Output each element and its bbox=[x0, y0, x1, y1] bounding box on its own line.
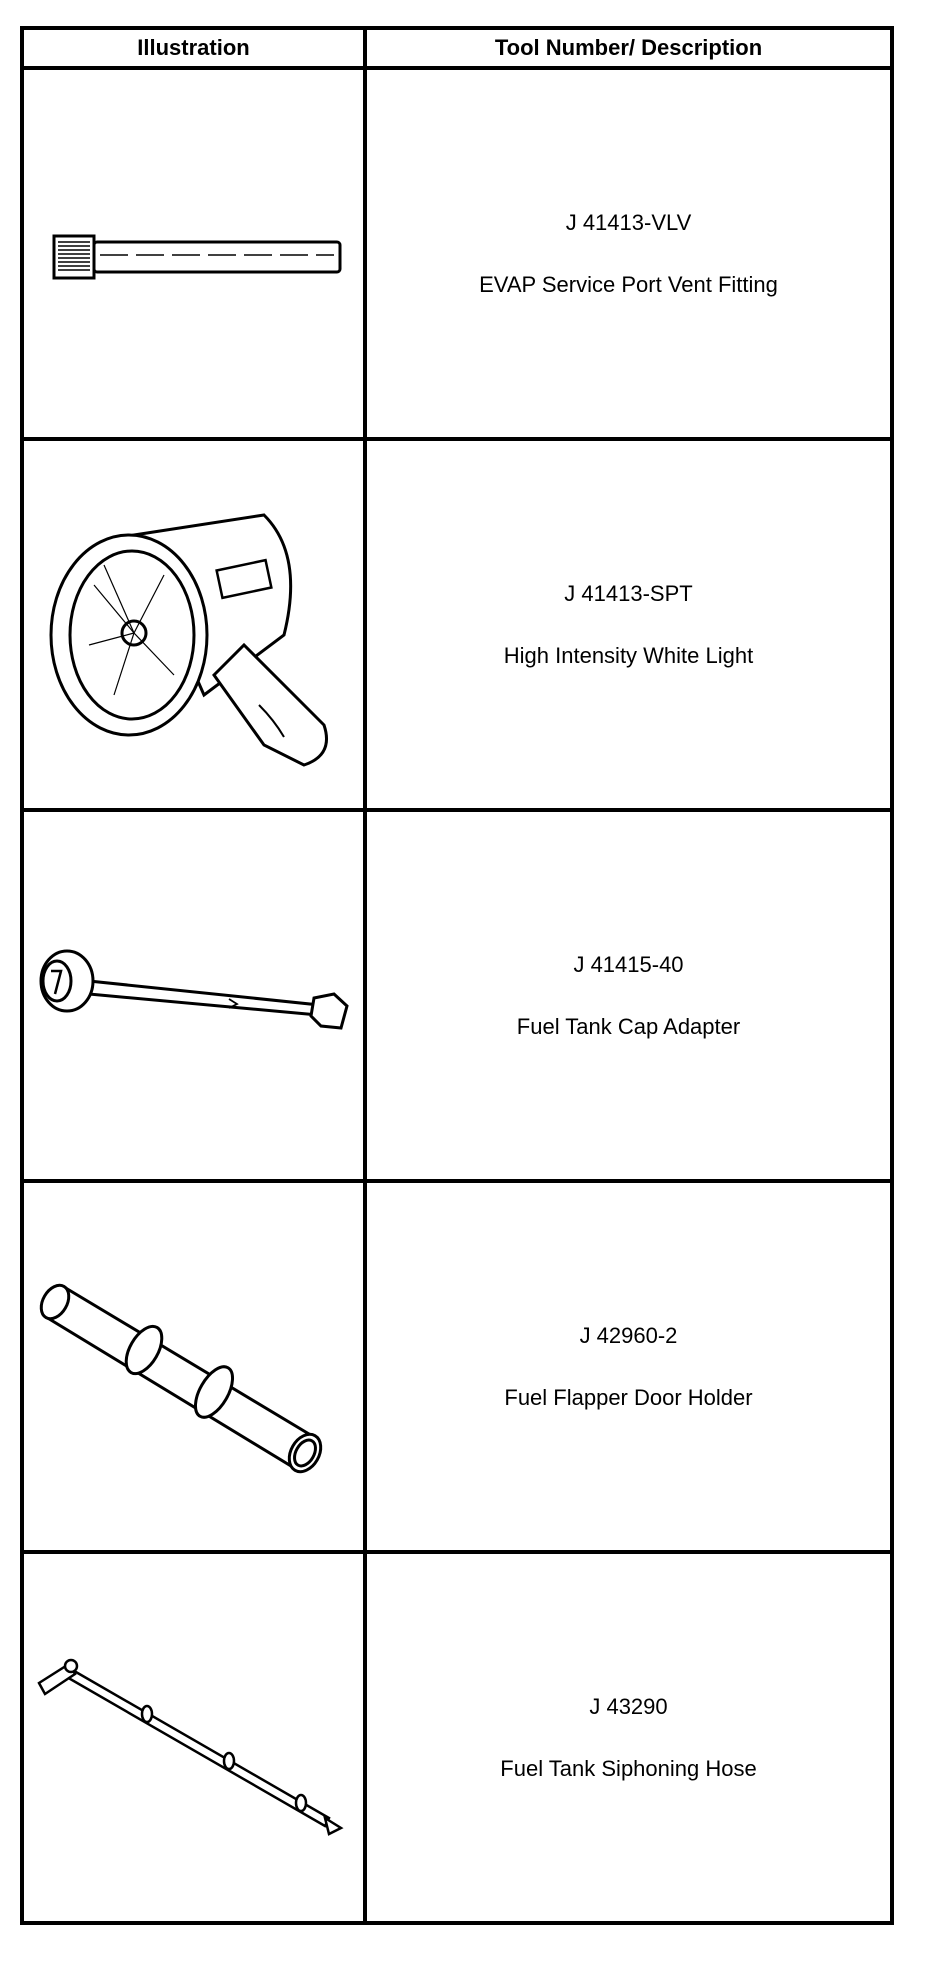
header-description: Tool Number/ Description bbox=[363, 26, 894, 70]
tool-number: J 41415-40 bbox=[573, 951, 684, 977]
table-row: J 43290 Fuel Tank Siphoning Hose bbox=[20, 1550, 894, 1925]
special-tools-table: Illustration Tool Number/ Description bbox=[20, 26, 894, 1925]
description-cell: J 43290 Fuel Tank Siphoning Hose bbox=[363, 1550, 894, 1925]
description-cell: J 41415-40 Fuel Tank Cap Adapter bbox=[363, 808, 894, 1183]
illustration-cell bbox=[20, 1550, 367, 1925]
header-row: Illustration Tool Number/ Description bbox=[20, 26, 894, 70]
illustration-cell bbox=[20, 808, 367, 1183]
flapper-holder-icon bbox=[39, 1283, 322, 1473]
header-illustration: Illustration bbox=[20, 26, 367, 70]
tool-name: Fuel Tank Siphoning Hose bbox=[500, 1755, 757, 1781]
illustration-cell bbox=[20, 437, 367, 812]
tool-name: EVAP Service Port Vent Fitting bbox=[479, 271, 778, 297]
illustration-cell bbox=[20, 1179, 367, 1554]
siphon-hose-icon bbox=[36, 1658, 344, 1836]
tool-name: Fuel Tank Cap Adapter bbox=[516, 1013, 741, 1039]
description-cell: J 41413-VLV EVAP Service Port Vent Fitti… bbox=[363, 66, 894, 441]
spotlight-icon bbox=[49, 512, 328, 767]
description-cell: J 41413-SPT High Intensity White Light bbox=[363, 437, 894, 812]
description-cell: J 42960-2 Fuel Flapper Door Holder bbox=[363, 1179, 894, 1554]
tool-number: J 43290 bbox=[589, 1693, 668, 1719]
table-row: J 41413-SPT High Intensity White Light bbox=[20, 437, 894, 812]
tool-number: J 42960-2 bbox=[579, 1322, 678, 1348]
illustration-cell bbox=[20, 66, 367, 441]
tool-name: High Intensity White Light bbox=[503, 642, 754, 668]
tool-number: J 41413-VLV bbox=[565, 209, 692, 235]
vent-fitting-icon bbox=[52, 234, 341, 279]
table-row: J 41415-40 Fuel Tank Cap Adapter bbox=[20, 808, 894, 1183]
tool-number: J 41413-SPT bbox=[564, 580, 693, 606]
cap-adapter-icon bbox=[39, 949, 349, 1030]
tool-name: Fuel Flapper Door Holder bbox=[504, 1384, 753, 1410]
table-row: J 41413-VLV EVAP Service Port Vent Fitti… bbox=[20, 66, 894, 441]
table-row: J 42960-2 Fuel Flapper Door Holder bbox=[20, 1179, 894, 1554]
